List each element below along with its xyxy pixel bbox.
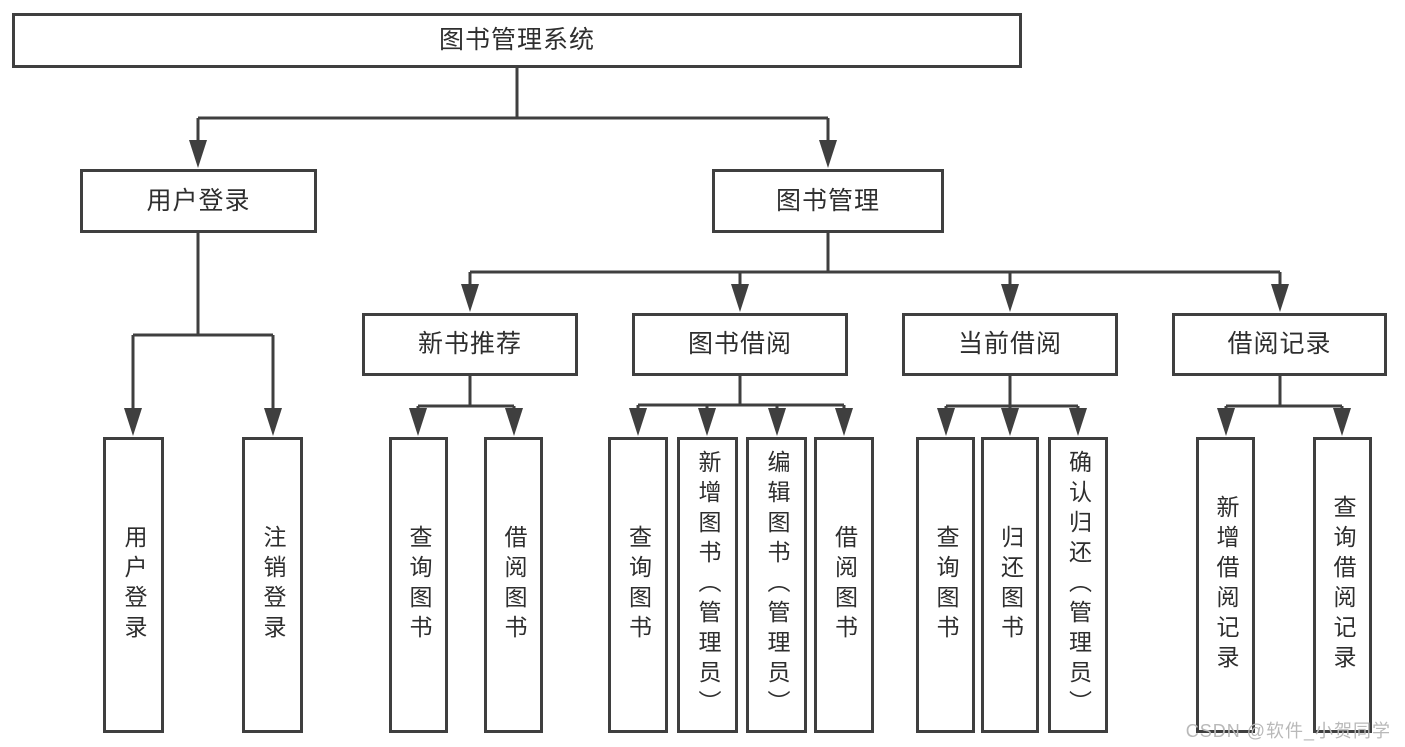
node-current-borrowing: 当前借阅: [902, 313, 1118, 376]
leaf-records-add-record-label: 新增借阅记录: [1213, 495, 1239, 675]
arrow-down-icon: [461, 284, 479, 312]
leaf-current-return-books-label: 归还图书: [997, 525, 1024, 645]
leaf-borrow-borrow-books: 借阅图书: [814, 437, 874, 733]
leaf-borrow-edit-books-admin-label: 编辑图书（管理员）: [764, 450, 790, 720]
edge-userlogin-to-leaves: [131, 232, 275, 412]
arrow-down-icon: [698, 408, 716, 436]
edge-root-to-level2: [196, 67, 830, 146]
node-borrowing-records-label: 借阅记录: [1227, 330, 1332, 358]
leaf-current-return-books: 归还图书: [981, 437, 1039, 733]
arrow-down-icon: [124, 408, 142, 436]
node-borrowing-records: 借阅记录: [1172, 313, 1387, 376]
edge-currentborrow-to-leaves: [944, 375, 1080, 412]
leaf-borrow-borrow-books-label: 借阅图书: [831, 525, 858, 645]
leaf-user-login: 用户登录: [103, 437, 164, 733]
leaf-user-login-label: 用户登录: [121, 525, 147, 645]
csdn-watermark: CSDN @软件_小贺同学: [1185, 721, 1391, 741]
leaf-records-query-record: 查询借阅记录: [1313, 437, 1372, 733]
arrow-down-icon: [189, 140, 207, 168]
arrow-down-icon: [1001, 284, 1019, 312]
edge-newbooks-to-leaves: [416, 375, 516, 412]
arrow-down-icon: [1217, 408, 1235, 436]
leaf-records-query-record-label: 查询借阅记录: [1330, 495, 1356, 675]
arrow-down-icon: [768, 408, 786, 436]
node-user-login: 用户登录: [80, 169, 317, 233]
leaf-borrow-add-books-admin-label: 新增图书（管理员）: [695, 450, 721, 720]
leaf-records-add-record: 新增借阅记录: [1196, 437, 1255, 733]
arrow-down-icon: [731, 284, 749, 312]
node-root-system-label: 图书管理系统: [438, 26, 595, 54]
node-root-system: 图书管理系统: [12, 13, 1022, 68]
leaf-newbooks-borrow-books: 借阅图书: [484, 437, 543, 733]
leaf-borrow-edit-books-admin: 编辑图书（管理员）: [746, 437, 807, 733]
arrow-down-icon: [629, 408, 647, 436]
arrow-down-icon: [1001, 408, 1019, 436]
arrow-down-icon: [264, 408, 282, 436]
leaf-newbooks-borrow-books-label: 借阅图书: [501, 525, 527, 645]
edge-bookborrow-to-leaves: [636, 375, 846, 412]
node-book-management-label: 图书管理: [775, 186, 880, 215]
arrowheads: [124, 140, 1351, 436]
arrow-down-icon: [409, 408, 427, 436]
node-user-login-label: 用户登录: [146, 186, 251, 215]
leaf-current-query-books: 查询图书: [916, 437, 975, 733]
node-new-book-recommend-label: 新书推荐: [417, 330, 522, 358]
arrow-down-icon: [1271, 284, 1289, 312]
node-book-borrowing: 图书借阅: [632, 313, 848, 376]
leaf-current-confirm-return-admin: 确认归还（管理员）: [1048, 437, 1108, 733]
node-new-book-recommend: 新书推荐: [362, 313, 578, 376]
leaf-newbooks-query-books-label: 查询图书: [406, 525, 432, 645]
node-current-borrowing-label: 当前借阅: [957, 330, 1062, 358]
leaf-logout: 注销登录: [242, 437, 303, 733]
node-book-borrowing-label: 图书借阅: [687, 330, 792, 358]
leaf-current-query-books-label: 查询图书: [933, 525, 959, 645]
node-book-management: 图书管理: [712, 169, 944, 233]
edge-bookmgmt-to-level3: [468, 232, 1282, 288]
arrow-down-icon: [505, 408, 523, 436]
leaf-current-confirm-return-admin-label: 确认归还（管理员）: [1065, 450, 1092, 720]
arrow-down-icon: [1069, 408, 1087, 436]
edge-borrowrecords-to-leaves: [1224, 375, 1344, 412]
arrow-down-icon: [937, 408, 955, 436]
leaf-borrow-add-books-admin: 新增图书（管理员）: [677, 437, 738, 733]
arrow-down-icon: [819, 140, 837, 168]
leaf-logout-label: 注销登录: [260, 525, 286, 645]
leaf-borrow-query-books-label: 查询图书: [625, 525, 652, 645]
arrow-down-icon: [1333, 408, 1351, 436]
arrow-down-icon: [835, 408, 853, 436]
leaf-borrow-query-books: 查询图书: [608, 437, 668, 733]
leaf-newbooks-query-books: 查询图书: [389, 437, 448, 733]
